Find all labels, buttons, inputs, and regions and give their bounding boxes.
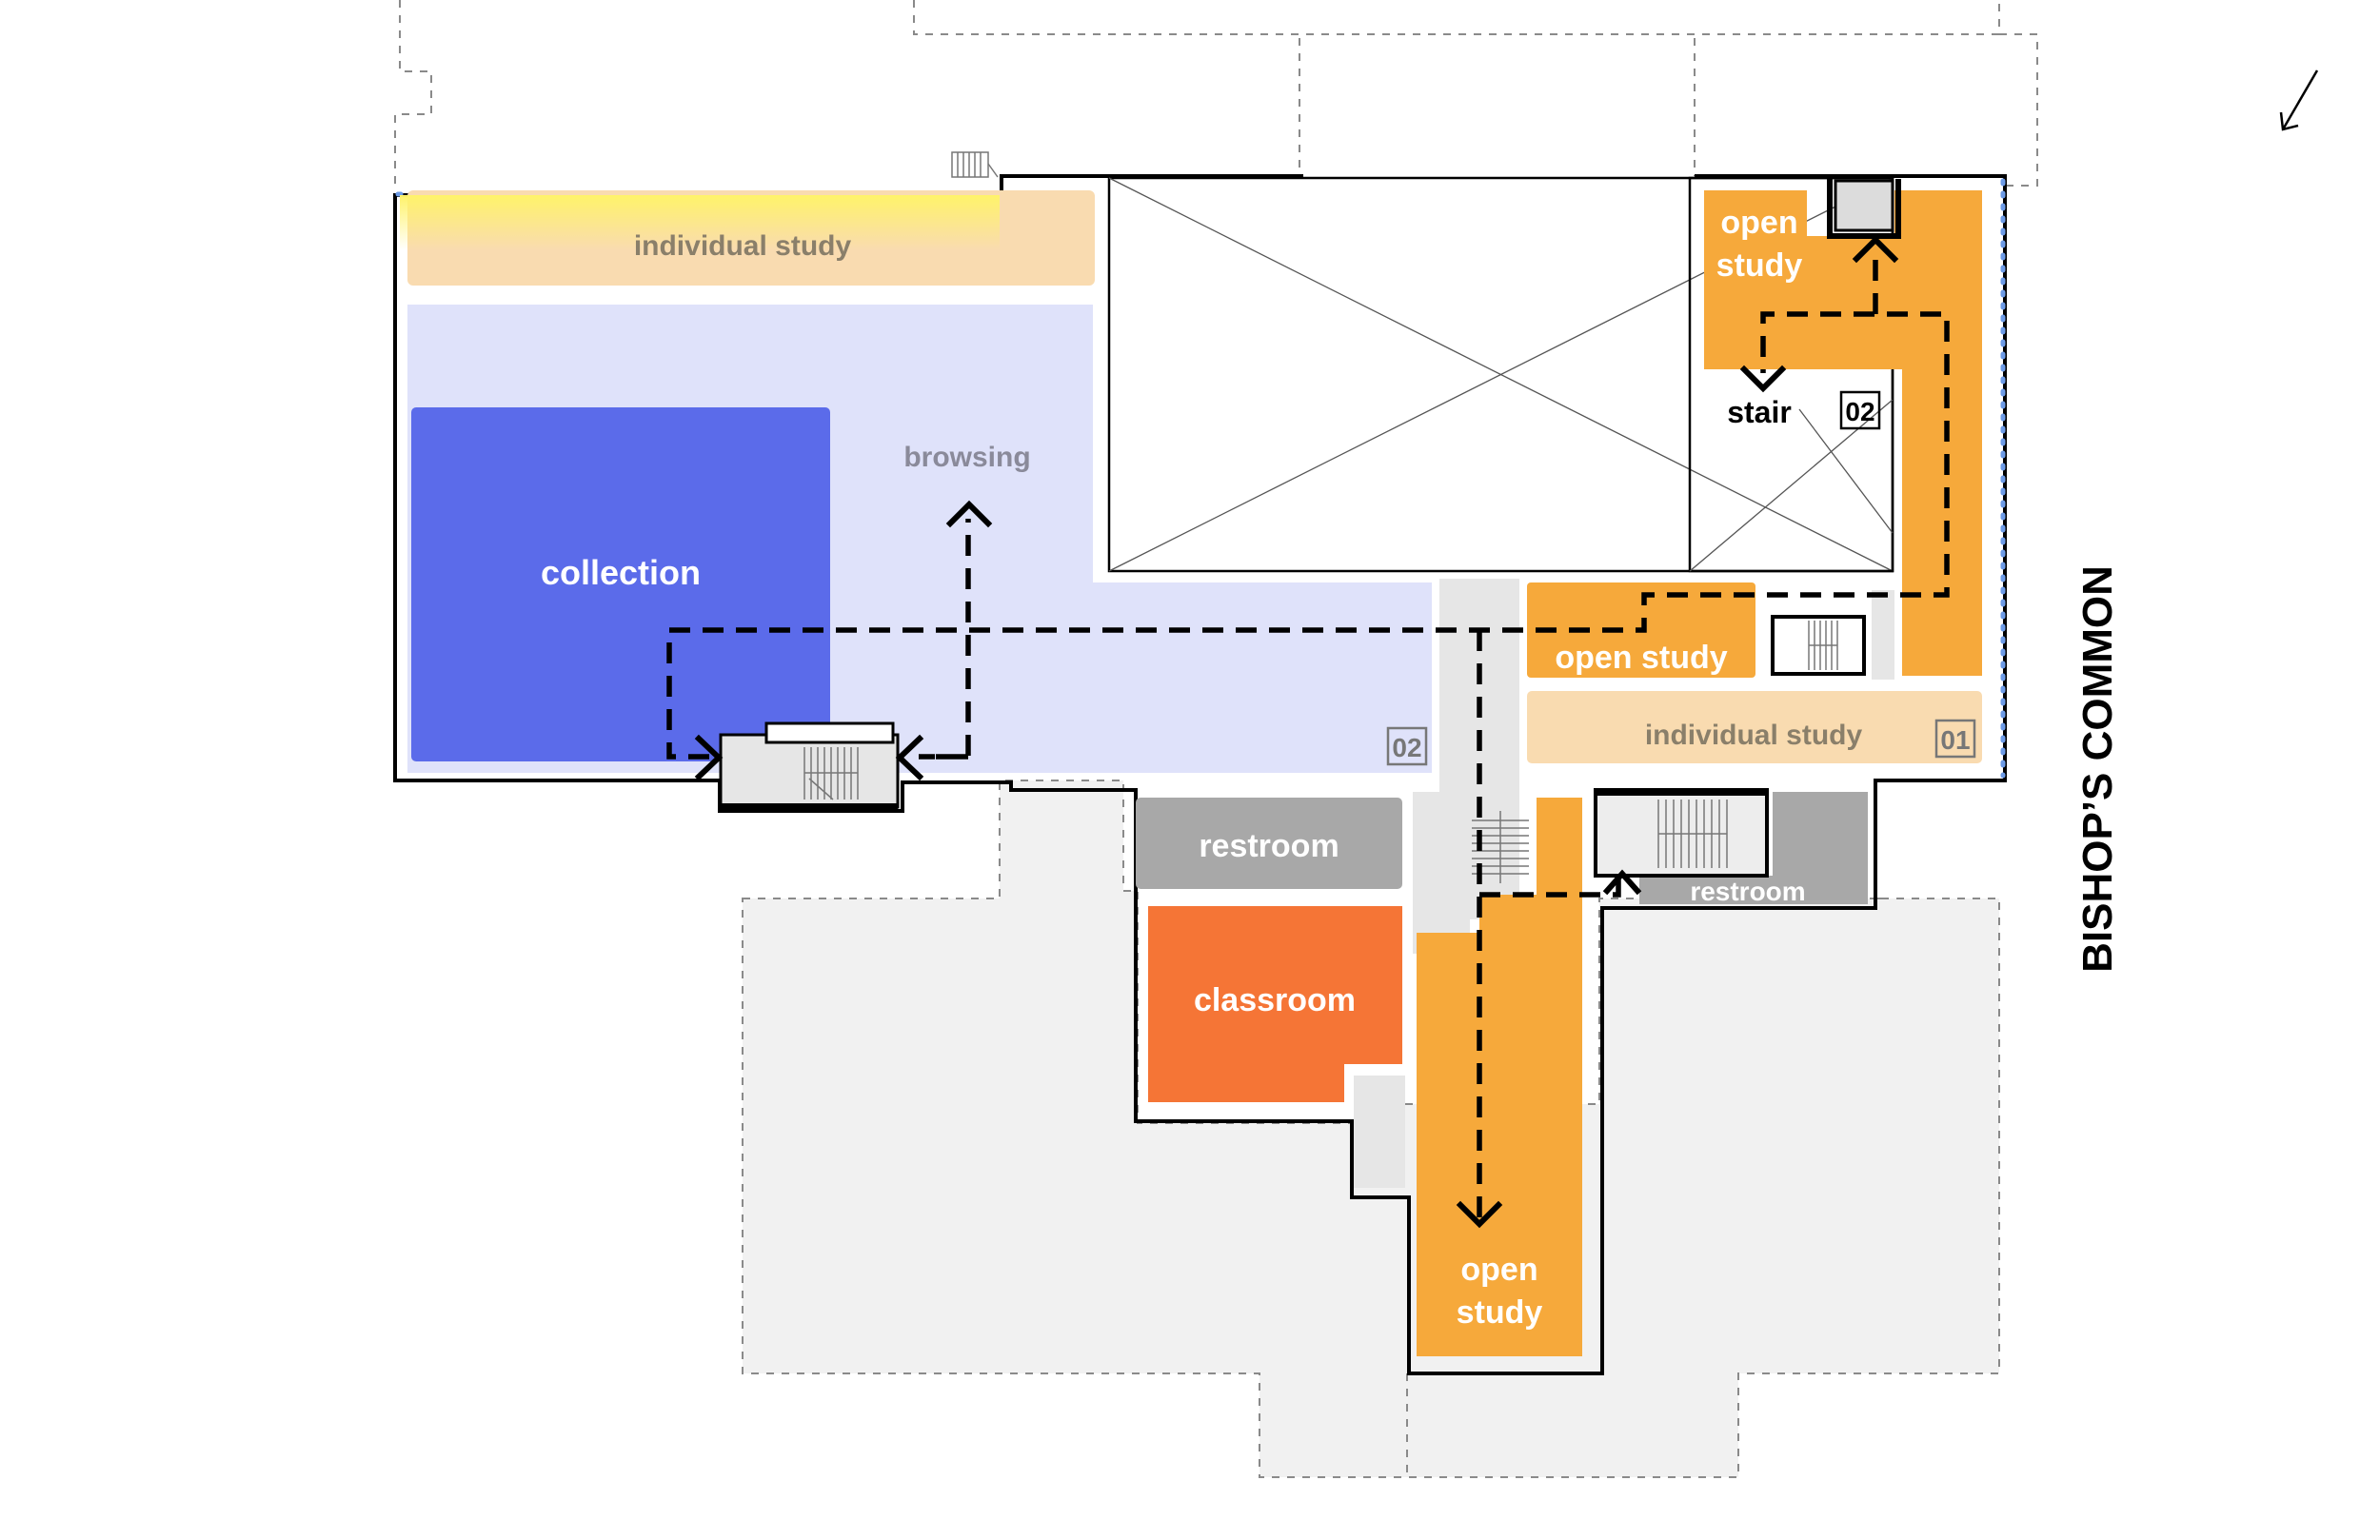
open-study-bottom-label-2: study (1457, 1294, 1543, 1331)
floor-tag-individual-study: 01 (1934, 719, 1976, 759)
individual-study-top-label: individual study (634, 230, 852, 262)
svg-text:02: 02 (1392, 733, 1421, 762)
classroom (1148, 906, 1402, 1102)
svg-text:01: 01 (1940, 725, 1970, 755)
collection-area (411, 407, 830, 761)
open-study-mid-label: open study (1555, 640, 1727, 676)
yellow-highlight (400, 195, 1000, 250)
classroom-label: classroom (1194, 982, 1356, 1018)
restroom-left (1136, 798, 1402, 889)
floor-tag-stair: 02 (1839, 390, 1881, 430)
stair-core-bottom-right (1594, 788, 1769, 878)
restroom-left-label: restroom (1199, 828, 1339, 864)
stair-core-top-right (1827, 179, 1901, 239)
individual-study-right (1527, 691, 1982, 763)
street-label: BISHOP’S COMMON (2074, 565, 2121, 973)
context-outline-top (394, 0, 432, 190)
stair-label: stair (1727, 395, 1792, 429)
collection-label: collection (541, 553, 701, 592)
open-study-bottom-label-1: open (1460, 1252, 1537, 1288)
restroom-right-label: restroom (1690, 877, 1805, 906)
stair-void (1688, 176, 1894, 573)
circulation-route (666, 311, 1950, 760)
route-arrow-icon (694, 734, 724, 781)
individual-study-right-label: individual study (1645, 720, 1863, 751)
open-study-top-label-1: open (1720, 205, 1797, 241)
svg-text:02: 02 (1845, 397, 1874, 426)
stairs-icon (951, 151, 999, 178)
north-arrow-icon (2279, 69, 2319, 131)
browsing-label: browsing (903, 442, 1030, 473)
open-study-bottom (1417, 798, 1582, 1356)
stair-core-bottom-left (719, 721, 900, 811)
floor-tag-browsing: 02 (1386, 726, 1428, 766)
stair-core-mid-right (1771, 615, 1866, 676)
open-study-top-label-2: study (1716, 247, 1803, 284)
